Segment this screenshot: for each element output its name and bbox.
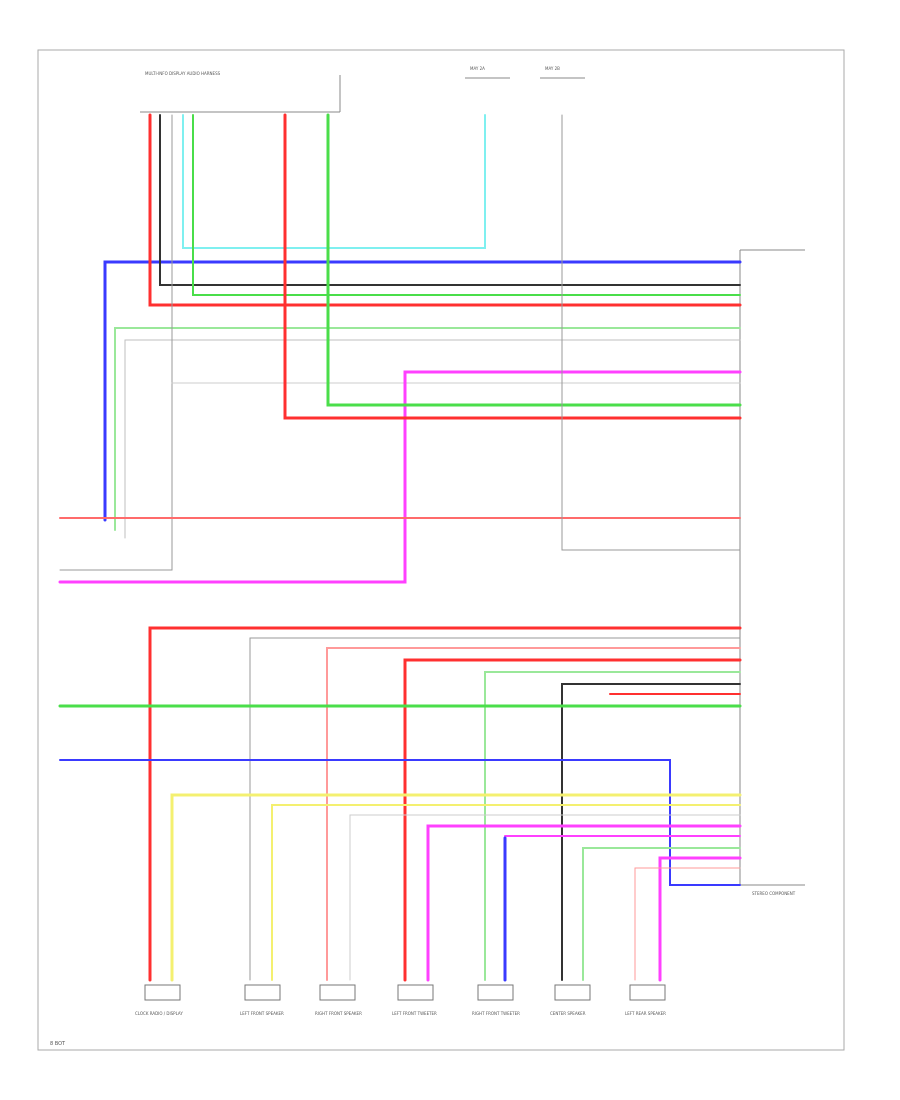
wire-gray-4	[249, 637, 741, 981]
wire-pink-1	[326, 647, 741, 981]
speaker-4-label: LEFT FRONT TWEETER	[392, 1011, 437, 1016]
wire-cyan	[182, 114, 486, 249]
speaker-4: LEFT FRONT TWEETER	[392, 984, 437, 1016]
top-right-label-2: MAY 2B	[545, 66, 560, 71]
wires	[58, 113, 742, 982]
wire-red-5	[403, 658, 742, 982]
wire-magenta-2	[426, 824, 742, 982]
wire-green-2	[326, 113, 742, 407]
diagram-border	[37, 49, 845, 1051]
wire-gray-3	[561, 114, 741, 551]
stereo-component-label: STEREO COMPONENT	[752, 891, 796, 896]
speaker-6: CENTER SPEAKER	[550, 984, 591, 1016]
wire-red-2	[283, 113, 742, 420]
stereo-component-block: STEREO COMPONENT	[739, 249, 805, 896]
wire-magenta-4	[658, 856, 742, 982]
wire-gray-5	[349, 814, 741, 981]
speaker-3-label: RIGHT FRONT SPEAKER	[315, 1011, 362, 1016]
speaker-6-label: CENTER SPEAKER	[550, 1011, 586, 1016]
wire-light-green-2	[124, 339, 741, 539]
speaker-5-label: RIGHT FRONT TWEETER	[472, 1011, 520, 1016]
speaker-7: LEFT REAR SPEAKER	[625, 984, 666, 1016]
wire-pink-2	[634, 867, 741, 981]
speaker-1: CLOCK RADIO / DISPLAY	[135, 984, 183, 1016]
wire-yellow-1	[170, 793, 742, 982]
top-right-connectors: MAY 2A MAY 2B	[465, 66, 585, 79]
wire-gray-1	[59, 114, 173, 571]
top-harness-connector: MULTI-INFO DISPLAY AUDIO HARNESS	[140, 71, 341, 113]
wire-black-2	[561, 683, 741, 981]
wire-red-1	[148, 113, 742, 307]
top-right-label-1: MAY 2A	[470, 66, 485, 71]
wire-yellow-2	[271, 804, 741, 981]
speaker-2-label: LEFT FRONT SPEAKER	[240, 1011, 284, 1016]
wire-green-1	[192, 114, 741, 296]
wire-blue-1	[103, 260, 742, 522]
speaker-1-label: CLOCK RADIO / DISPLAY	[135, 1011, 183, 1016]
wire-magenta-1	[58, 370, 742, 584]
footer-label: 8 BOT	[50, 1041, 66, 1047]
wire-blue-2	[59, 759, 741, 886]
speaker-2: LEFT FRONT SPEAKER	[240, 984, 284, 1016]
speaker-3: RIGHT FRONT SPEAKER	[315, 984, 362, 1016]
speaker-5: RIGHT FRONT TWEETER	[472, 984, 520, 1016]
speaker-7-label: LEFT REAR SPEAKER	[625, 1011, 666, 1016]
wire-light-green-3	[484, 671, 741, 981]
speakers: CLOCK RADIO / DISPLAY LEFT FRONT SPEAKER…	[135, 984, 666, 1016]
wire-red-4	[148, 626, 742, 982]
wire-black-1	[159, 114, 741, 286]
wire-light-green-4	[582, 847, 741, 981]
wire-light-green-1	[114, 327, 741, 531]
top-harness-label: MULTI-INFO DISPLAY AUDIO HARNESS	[145, 71, 221, 76]
